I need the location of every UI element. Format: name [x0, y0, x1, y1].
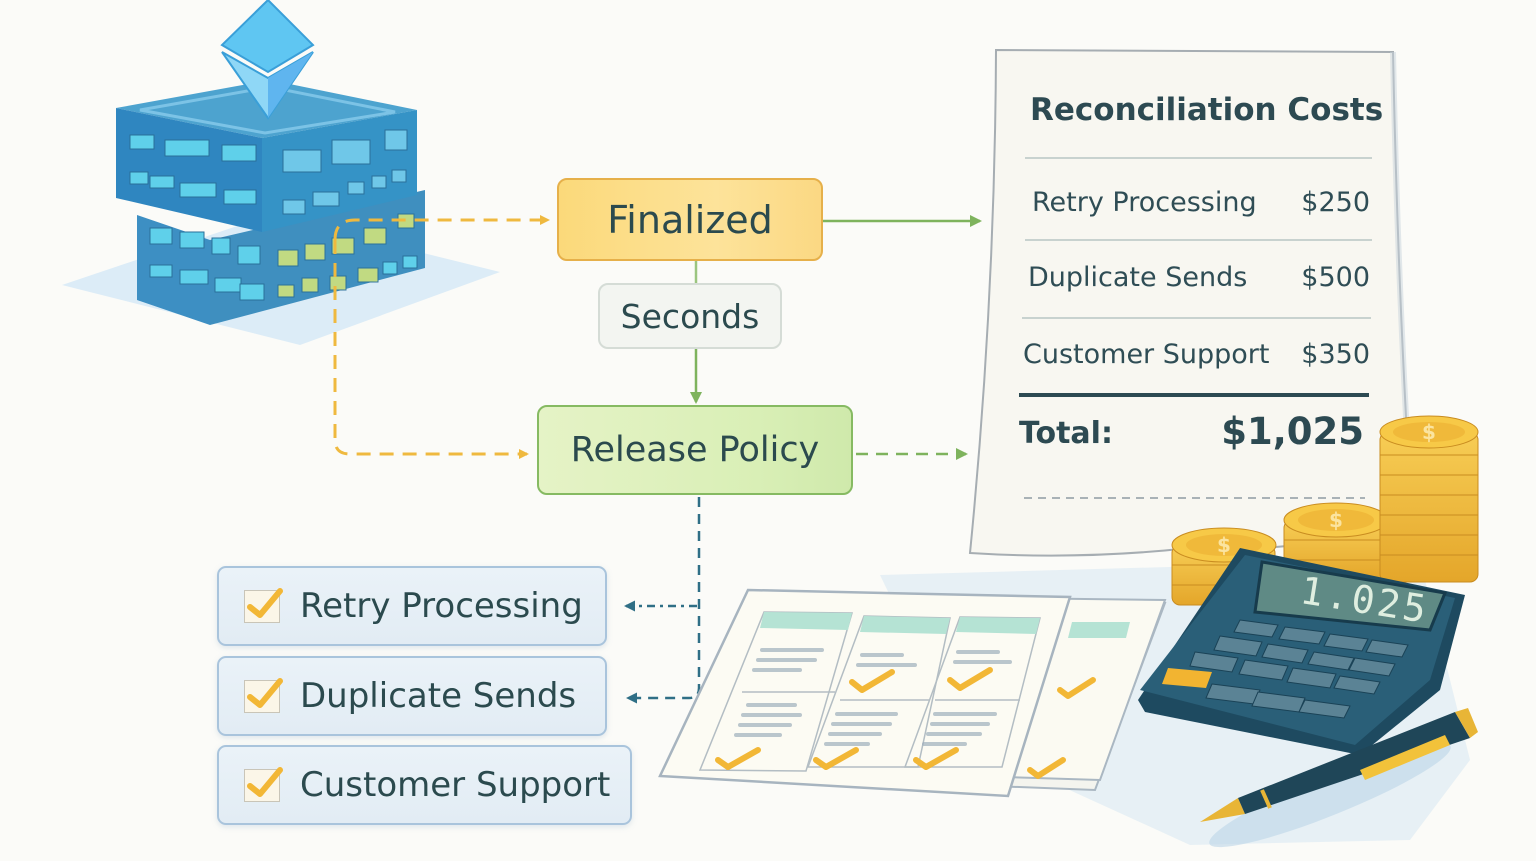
node-seconds: Seconds [598, 283, 782, 349]
node-finalized-label: Finalized [607, 197, 773, 242]
checkbox-checked-icon [244, 766, 283, 802]
checklist-item: Duplicate Sends [217, 656, 607, 736]
arrow-server-to-finalized [333, 215, 550, 241]
checklist-item-label: Retry Processing [300, 586, 583, 626]
pen-icon [1200, 708, 1478, 848]
receipt-item-label: Retry Processing [1032, 187, 1257, 218]
calculator-icon [1138, 548, 1465, 755]
receipt-divider [1025, 239, 1372, 241]
node-seconds-label: Seconds [620, 296, 760, 336]
node-release-policy: Release Policy [537, 405, 853, 495]
checklist-item-label: Customer Support [300, 765, 611, 805]
receipt-total-rule [1019, 393, 1369, 397]
svg-text:$: $ [1217, 533, 1231, 557]
checklist-item: Customer Support [217, 745, 632, 825]
checklist-item-label: Duplicate Sends [300, 676, 577, 716]
receipt-title: Reconciliation Costs [1030, 92, 1384, 128]
arrow-release-to-checklist [626, 497, 701, 704]
receipt-item-amount: $500 [1301, 262, 1370, 293]
node-finalized: Finalized [557, 178, 823, 261]
server-icon [116, 0, 425, 325]
receipt-item-amount: $250 [1301, 187, 1370, 218]
calculator-orange-key [1162, 668, 1212, 688]
checklist-item: Retry Processing [217, 566, 607, 646]
receipt-divider [1022, 317, 1371, 319]
spreadsheet-papers [658, 588, 1167, 798]
receipt-total-value: $1,025 [1221, 410, 1364, 453]
svg-text:$: $ [1422, 420, 1436, 444]
receipt-item-label: Customer Support [1023, 339, 1270, 370]
receipt-divider [1025, 157, 1372, 159]
receipt-item-amount: $350 [1301, 339, 1370, 370]
receipt-total-label: Total: [1019, 416, 1113, 451]
arrow-server-to-release [333, 240, 529, 459]
checkbox-checked-icon [244, 587, 283, 623]
node-release-policy-label: Release Policy [570, 430, 820, 470]
receipt-item-label: Duplicate Sends [1028, 262, 1248, 293]
checkbox-checked-icon [244, 677, 283, 713]
ethereum-icon [220, 0, 315, 74]
svg-text:$: $ [1329, 508, 1343, 532]
